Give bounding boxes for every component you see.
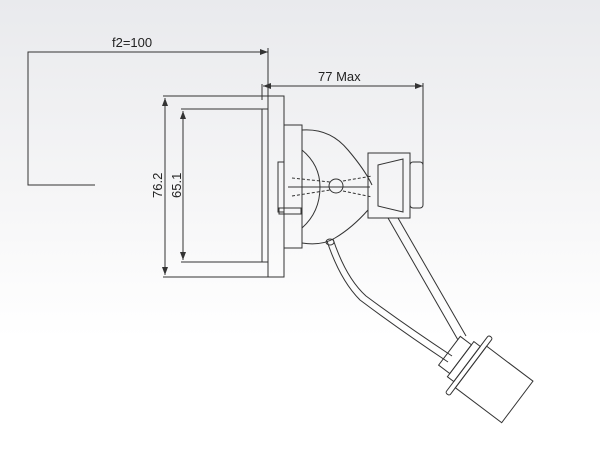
length-dimension: 77 Max <box>261 69 424 170</box>
focal-label: f2=100 <box>112 35 152 50</box>
inner-diameter-dimension: 65.1 <box>169 108 262 263</box>
outer-diameter-label: 76.2 <box>150 173 165 198</box>
inner-diameter-label: 65.1 <box>169 173 184 198</box>
cables <box>326 217 467 363</box>
length-label: 77 Max <box>318 69 361 84</box>
focal-distance-dimension: f2=100 <box>27 35 269 186</box>
connector <box>437 335 534 424</box>
outer-diameter-dimension: 76.2 <box>150 95 268 278</box>
lamp-body <box>261 95 424 278</box>
